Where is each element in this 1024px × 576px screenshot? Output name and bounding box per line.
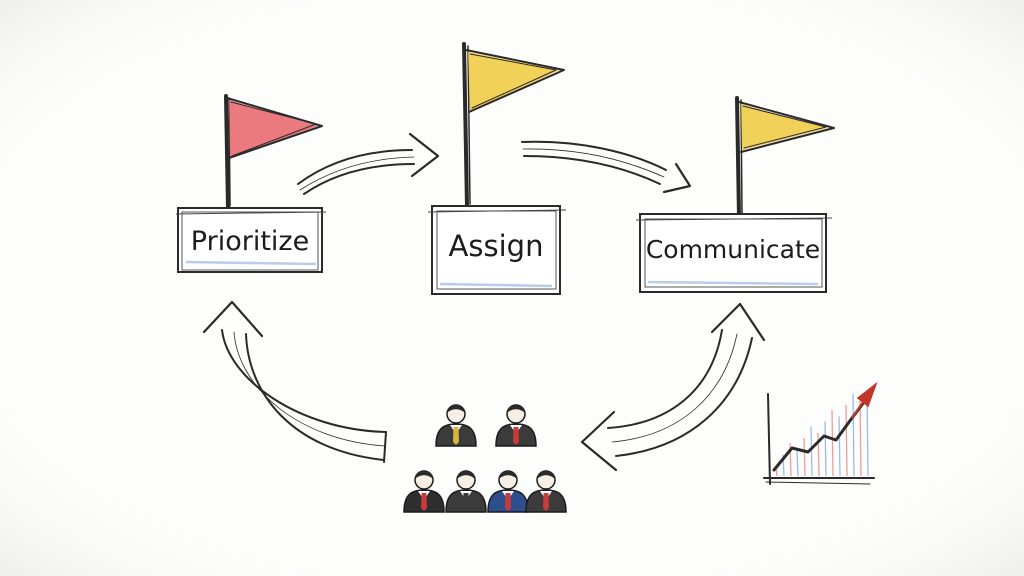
chart-stripe xyxy=(831,409,834,477)
step-label: Communicate xyxy=(646,235,820,264)
person-icon xyxy=(435,404,477,447)
team-group xyxy=(403,404,567,513)
person-icon xyxy=(445,470,487,513)
person-icon xyxy=(495,404,537,447)
yellow-flag-icon xyxy=(735,96,835,218)
trend-chart-icon xyxy=(763,381,878,485)
arrow-communicate-to-team xyxy=(580,302,766,472)
step-label: Assign xyxy=(449,229,544,263)
step-communicate: Communicate xyxy=(635,96,835,293)
chart-stripe xyxy=(845,404,848,477)
arrow-prioritize-to-assign xyxy=(297,132,440,195)
flag-fill xyxy=(468,52,560,112)
chart-stripe xyxy=(852,393,855,477)
chart-stripe xyxy=(796,449,799,477)
flag-fill xyxy=(229,100,318,158)
label-box-prioritize: Prioritize xyxy=(175,207,327,273)
chart-stripe xyxy=(838,416,841,477)
yellow-flag-icon xyxy=(462,42,565,208)
person-icon xyxy=(487,470,529,513)
person-icon xyxy=(525,470,567,513)
label-box-communicate: Communicate xyxy=(635,213,833,293)
step-assign: Assign xyxy=(427,42,567,295)
arrow-team-to-prioritize xyxy=(202,300,387,463)
red-flag-icon xyxy=(224,94,323,210)
label-box-assign: Assign xyxy=(427,205,567,295)
step-prioritize: Prioritize xyxy=(175,94,327,273)
chart-stripe xyxy=(859,399,862,477)
chart-stripe xyxy=(810,426,813,477)
chart-stripe xyxy=(803,437,806,477)
chart-stripe xyxy=(824,421,827,477)
flag-fill xyxy=(741,104,828,150)
arrow-assign-to-communicate xyxy=(521,140,692,194)
step-label: Prioritize xyxy=(191,226,309,257)
person-icon xyxy=(403,470,445,513)
